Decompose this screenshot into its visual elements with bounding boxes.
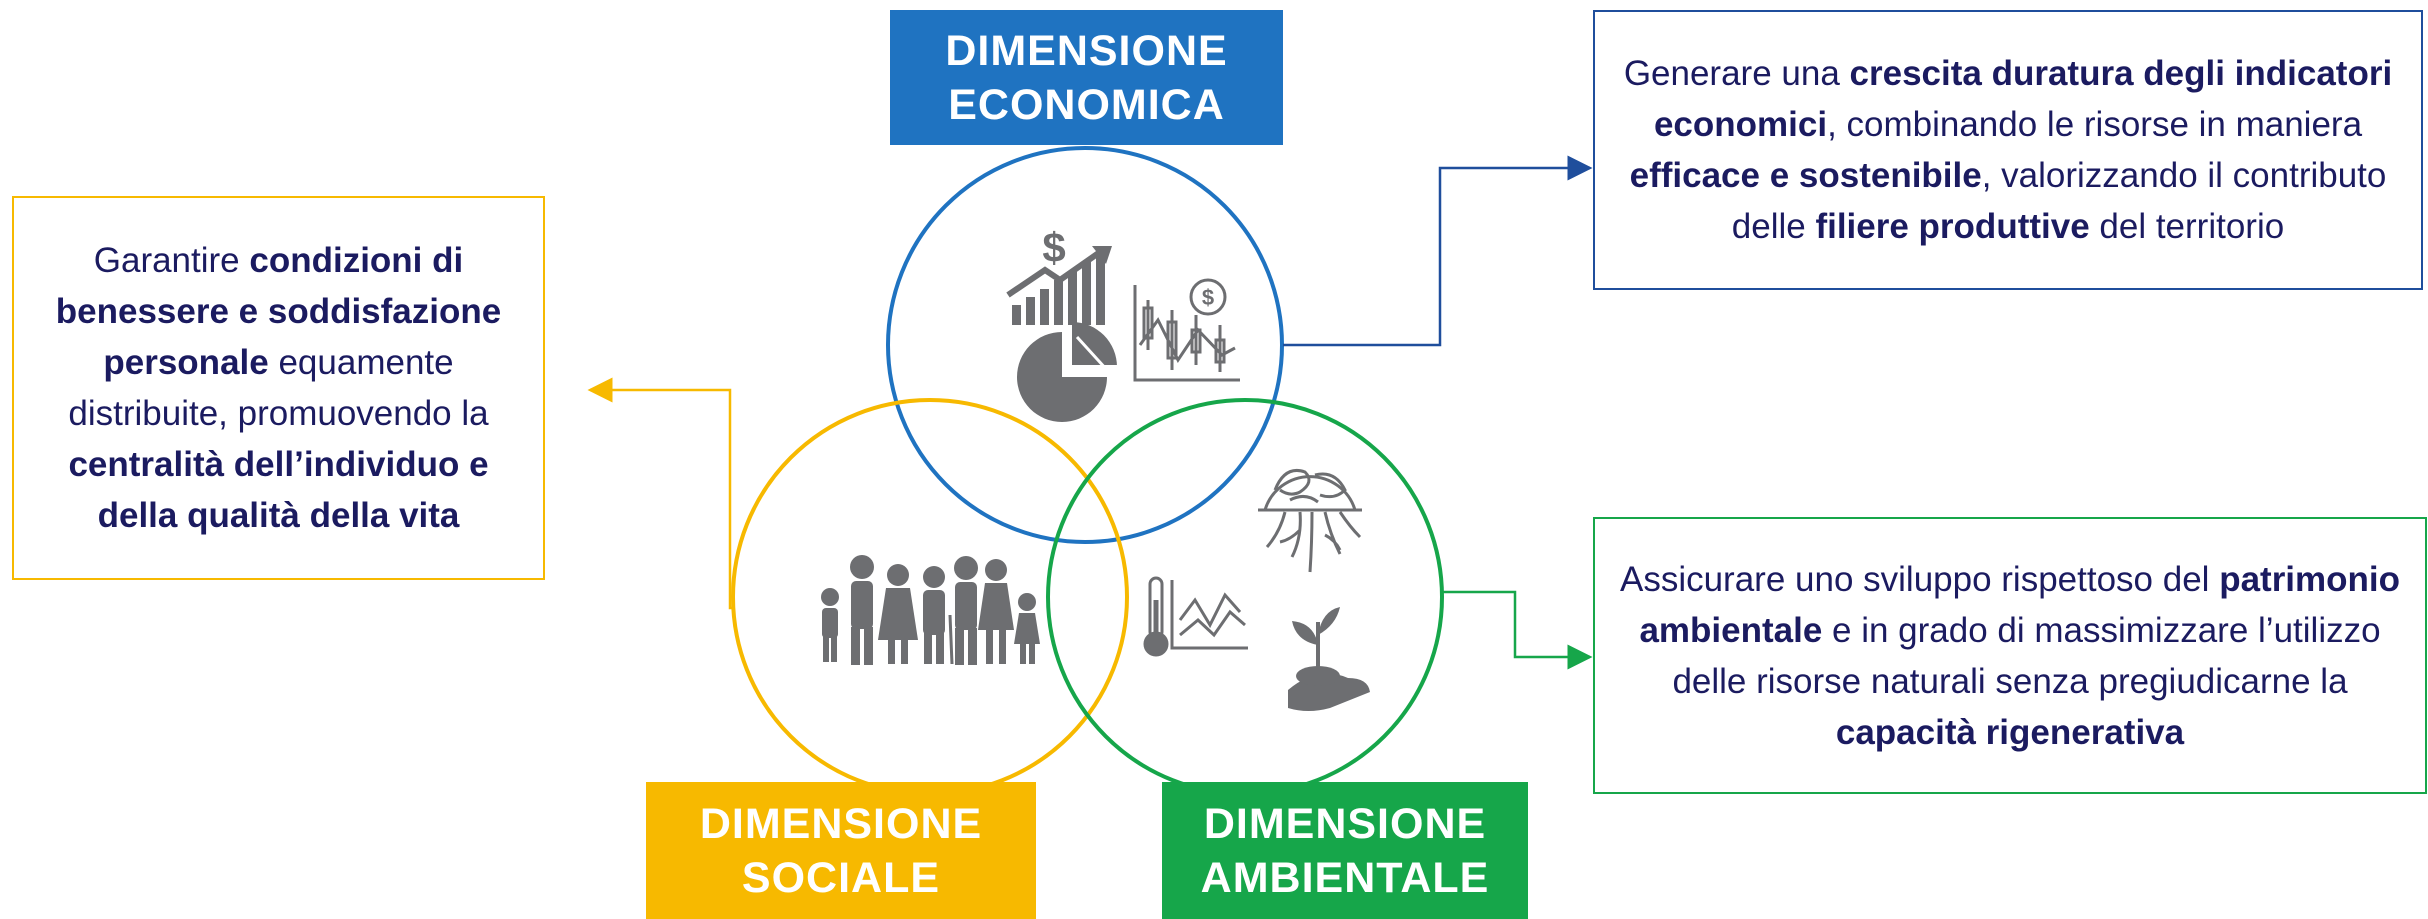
economic-description-box: Generare una crescita duratura degli ind…	[1593, 10, 2423, 290]
economic-text-1: Generare una	[1623, 54, 1850, 93]
social-text-1: Garantire	[93, 241, 250, 280]
social-description-box: Garantire condizioni di benessere e sodd…	[12, 196, 545, 580]
family-group-icon	[821, 555, 1040, 665]
environmental-text-1: Assicurare uno sviluppo rispettoso del	[1619, 559, 2220, 599]
economic-label-line-2: ECONOMICA	[948, 80, 1225, 129]
environmental-description-text: Assicurare uno sviluppo rispettoso del p…	[1613, 554, 2407, 758]
environmental-dimension-label: DIMENSIONE AMBIENTALE	[1162, 782, 1528, 919]
pie-chart-icon	[1017, 322, 1117, 422]
economic-text-4: del territorio	[2089, 207, 2285, 246]
social-bold-2: centralità dell’individuo e della qualit…	[68, 445, 489, 535]
environmental-bold-2: capacità rigenerativa	[1835, 712, 2185, 752]
economic-text-2: , combinando le risorse in maniera	[1827, 105, 2363, 144]
environmental-label-line-2: AMBIENTALE	[1200, 853, 1490, 902]
svg-text:$: $	[1202, 285, 1214, 310]
social-text-2: equamente distribuite, promuovendo la	[68, 343, 489, 433]
economic-bold-3: filiere produttive	[1815, 207, 2090, 246]
dollar-growth-bar-icon: $	[1006, 224, 1112, 325]
economic-bold-1: crescita duratura degli indicatori econo…	[1653, 54, 2393, 144]
economic-description-text: Generare una crescita duratura degli ind…	[1613, 48, 2403, 252]
social-connector-arrow	[587, 377, 734, 610]
economic-label-line-1: DIMENSIONE	[945, 26, 1228, 75]
environmental-text-2: e in grado di massimizzare l’utilizzo de…	[1672, 610, 2381, 701]
environmental-description-box: Assicurare uno sviluppo rispettoso del p…	[1593, 517, 2427, 794]
economic-connector-arrow	[1283, 155, 1593, 347]
economic-bold-2: efficace e sostenibile	[1629, 156, 1982, 195]
environmental-connector-arrow	[1442, 590, 1593, 670]
environmental-bold-1: patrimonio ambientale	[1639, 559, 2401, 650]
svg-text:$: $	[1042, 224, 1065, 271]
globe-roots-icon	[1258, 469, 1362, 573]
economic-dimension-label: DIMENSIONE ECONOMICA	[890, 10, 1283, 145]
social-label-line-2: SOCIALE	[741, 853, 941, 902]
economic-text-3: , valorizzando il contributo delle	[1731, 156, 2387, 246]
candlestick-dollar-icon: $	[1133, 278, 1240, 382]
social-label-line-1: DIMENSIONE	[699, 799, 983, 848]
thermometer-chart-icon	[1143, 576, 1248, 657]
hand-sprout-icon	[1288, 607, 1370, 711]
social-description-text: Garantire condizioni di benessere e sodd…	[32, 235, 525, 541]
social-bold-1: condizioni di benessere e soddisfazione …	[55, 241, 502, 382]
economic-circle	[886, 146, 1284, 544]
environmental-label-line-1: DIMENSIONE	[1203, 799, 1487, 848]
social-dimension-label: DIMENSIONE SOCIALE	[646, 782, 1036, 919]
